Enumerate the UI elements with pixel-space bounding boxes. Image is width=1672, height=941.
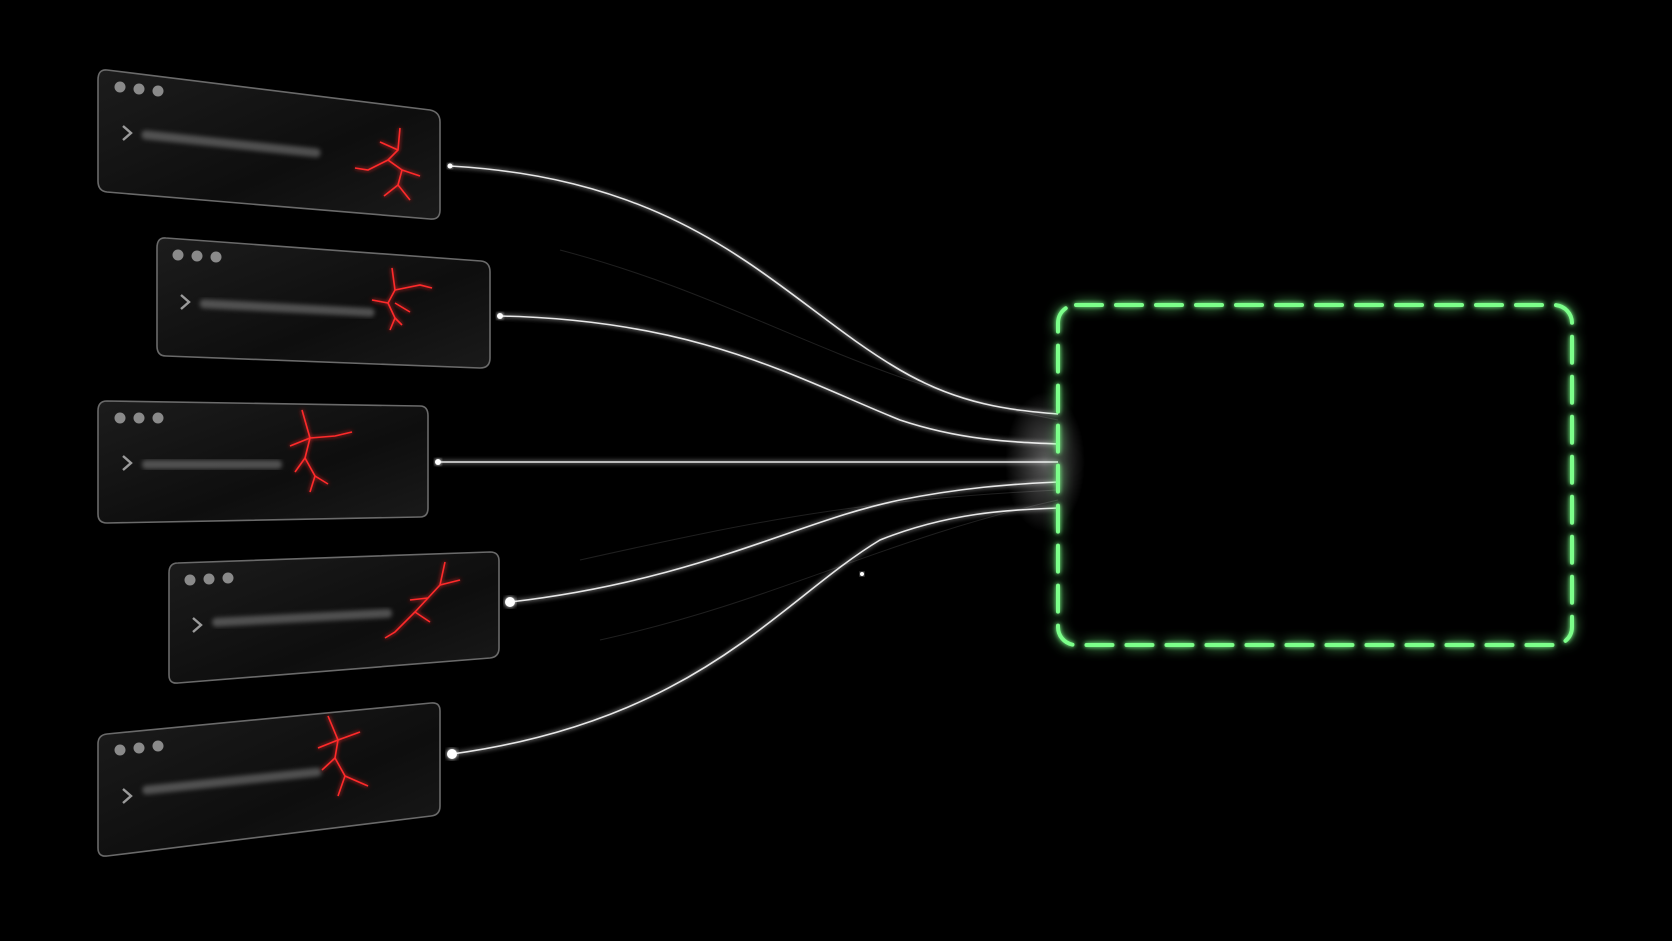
blurred-command-text <box>142 767 322 795</box>
terminal-window[interactable] <box>97 400 441 524</box>
chevron-right-icon <box>192 617 203 633</box>
blurred-command-text <box>212 608 393 627</box>
blurred-command-text <box>199 299 375 317</box>
window-dot-icon <box>152 412 164 424</box>
chevron-right-icon <box>180 294 191 310</box>
crack-icon <box>384 561 461 639</box>
window-dot-icon <box>114 744 126 756</box>
connector-node[interactable] <box>435 459 441 465</box>
connector-node[interactable] <box>447 163 453 169</box>
window-dot-icon <box>222 572 234 584</box>
window-dot-icon <box>210 251 222 263</box>
terminal-window[interactable] <box>97 69 453 220</box>
connector-node[interactable] <box>505 597 515 607</box>
convergence-glow <box>1005 392 1085 532</box>
wire-2 <box>499 315 1059 445</box>
wire-1 <box>449 165 1059 415</box>
terminal-window[interactable] <box>156 237 503 369</box>
window-dot-icon <box>203 573 215 585</box>
wire-4 <box>509 481 1059 603</box>
window-dot-icon <box>133 83 145 95</box>
wire-5 <box>451 507 1059 755</box>
window-dot-icon <box>133 412 145 424</box>
window-dot-icon <box>152 85 164 97</box>
crack-icon <box>289 409 353 493</box>
window-dot-icon <box>184 574 196 586</box>
crack-icon <box>371 267 433 331</box>
window-dot-icon <box>191 250 203 262</box>
window-dot-icon <box>152 740 164 752</box>
crack-icon <box>354 127 421 201</box>
chevron-right-icon <box>122 125 133 141</box>
target-drop-zone[interactable] <box>1056 303 1574 647</box>
blurred-command-text <box>141 130 321 158</box>
window-dot-icon <box>172 249 184 261</box>
chevron-right-icon <box>122 455 133 471</box>
connector-node[interactable] <box>447 749 457 759</box>
terminal-window[interactable] <box>97 702 457 857</box>
blurred-command-text <box>142 460 282 469</box>
connector-node[interactable] <box>497 313 503 319</box>
window-dot-icon <box>114 412 126 424</box>
wire-node <box>860 572 864 576</box>
window-dot-icon <box>133 742 145 754</box>
chevron-right-icon <box>122 788 133 804</box>
window-dot-icon <box>114 81 126 93</box>
connection-wires <box>438 165 1059 755</box>
crack-icon <box>317 715 369 797</box>
terminal-window[interactable] <box>168 551 515 684</box>
faint-wires <box>559 249 1059 641</box>
